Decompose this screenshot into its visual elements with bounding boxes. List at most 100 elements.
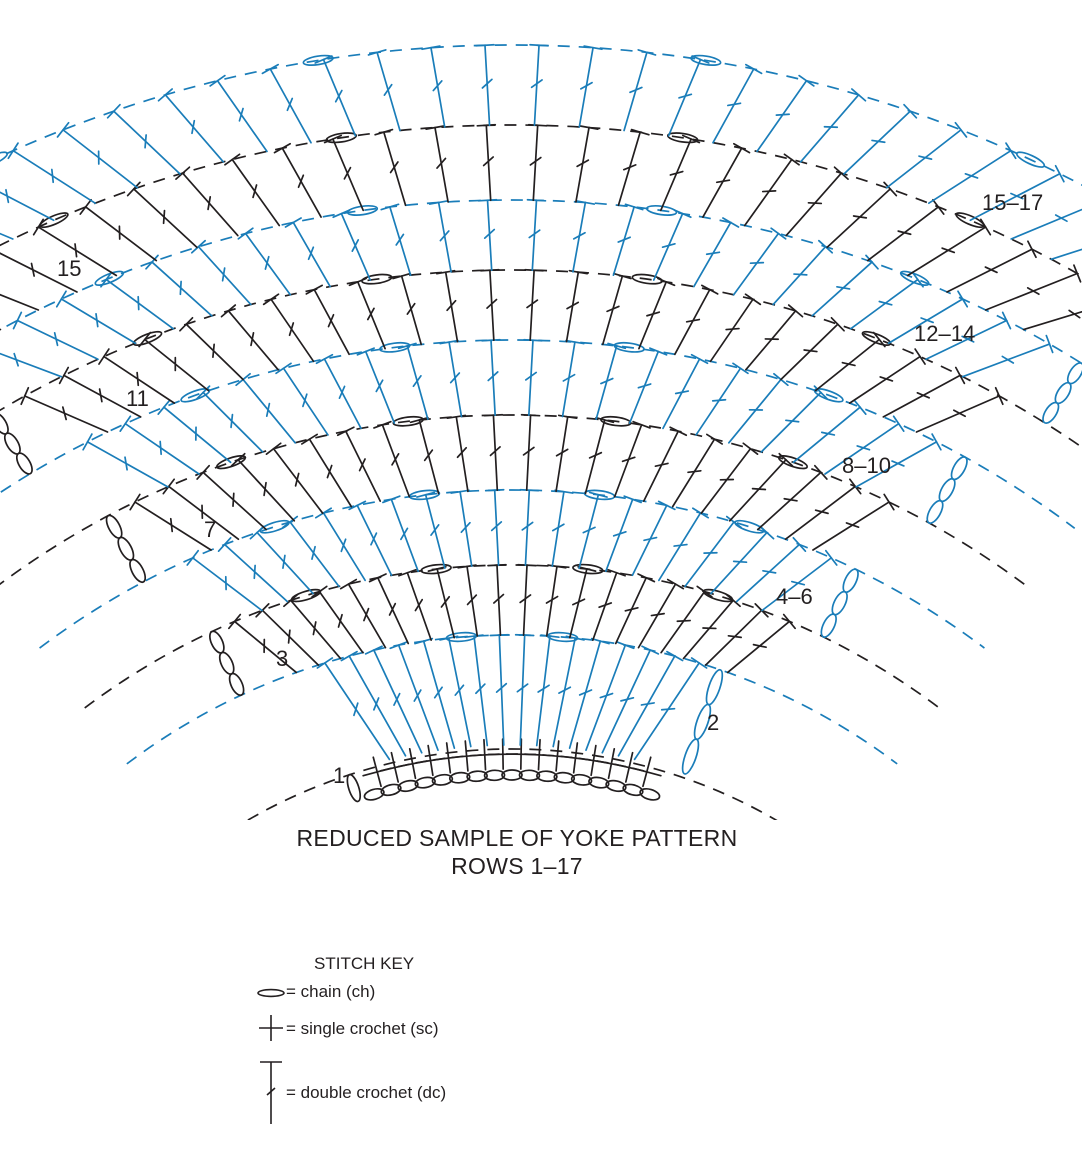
- row15-dc-top: [175, 166, 191, 180]
- rows4-6-dc-top: [519, 488, 540, 492]
- rows4-6-dc-top: [217, 536, 232, 552]
- rows12-14-dc: [772, 245, 827, 306]
- rows4-6-dc-top: [450, 489, 470, 494]
- row2-dc: [324, 662, 391, 761]
- rows12-14-dc-tick: [307, 246, 315, 261]
- row2-dc-top: [666, 650, 684, 662]
- row11-dc-tick: [98, 388, 103, 403]
- row15-dc-top: [579, 125, 599, 130]
- rows12-14-dc: [486, 199, 493, 272]
- row3-chain-space: [420, 563, 452, 575]
- rows4-6-dc: [761, 557, 833, 612]
- row3-dc-tick: [519, 594, 532, 604]
- rows4-6-dc-tick: [490, 521, 503, 532]
- rows8-10-dc: [323, 358, 362, 430]
- row3-dc: [496, 564, 502, 636]
- rows8-10-dc-top: [690, 353, 709, 365]
- row11-dc: [601, 275, 624, 346]
- row3-dc: [704, 609, 763, 666]
- row2-dc-top: [690, 657, 708, 669]
- row3-dc: [318, 590, 364, 654]
- row2-dc-top: [540, 634, 560, 639]
- row11-dc-top: [914, 348, 926, 365]
- row15-dc: [37, 226, 118, 277]
- row11-chain-space: [631, 273, 663, 285]
- rows12-14-dc: [811, 261, 873, 317]
- rows8-10-dc: [242, 378, 296, 444]
- rows12-14-dc-tick: [483, 228, 496, 239]
- row7-dc-top: [706, 433, 723, 445]
- rows4-6-turning-chain: [820, 613, 837, 638]
- row3-dc-tick: [414, 598, 424, 612]
- rows15-17-dc-top: [637, 49, 657, 56]
- row7-dc-top: [301, 433, 318, 445]
- rows8-10-dc-tick: [562, 373, 576, 382]
- row7-dc-tick: [845, 522, 860, 529]
- row7-dc-tick: [783, 497, 798, 502]
- row2-dc-tick: [393, 692, 401, 706]
- single-crochet-icon: [259, 1015, 283, 1041]
- row15-dc: [382, 131, 407, 207]
- row7-turning-chain: [129, 558, 147, 584]
- row15-dc: [866, 206, 940, 262]
- row15-dc-tick: [297, 174, 305, 189]
- rows12-14-dc-tick: [1001, 355, 1015, 364]
- row11-stitch-line: [0, 269, 1082, 449]
- row3-dc-tick: [727, 634, 742, 639]
- row3-dc-tick: [440, 595, 451, 608]
- row-label-7: 7: [204, 517, 217, 542]
- row3-dc-tick: [492, 593, 505, 604]
- rows15-17-dc-tick: [144, 134, 147, 149]
- row7-dc: [700, 447, 752, 515]
- rows8-10-chain-space: [180, 387, 211, 403]
- rows15-17-dc-tick: [5, 188, 10, 204]
- rows15-17-dc: [843, 110, 912, 175]
- row2-dc: [447, 637, 472, 748]
- row1-chain: [501, 769, 523, 781]
- rows4-6-dc-tick: [732, 560, 748, 564]
- rows4-6-dc-top: [554, 489, 574, 494]
- row3-dc-top: [666, 578, 685, 590]
- row7-dc: [418, 419, 440, 495]
- row15-dc: [0, 293, 40, 311]
- row3-dc-top: [637, 573, 656, 583]
- rows8-10-dc: [86, 441, 169, 488]
- row7-dc: [784, 485, 857, 541]
- rows12-14-dc: [0, 352, 63, 378]
- row7-dc-tick: [751, 487, 767, 491]
- row7-dc: [492, 414, 499, 491]
- rows12-14-dc-top: [428, 200, 449, 205]
- rows15-17-dc: [0, 191, 55, 222]
- row11-turning-chain: [0, 412, 9, 435]
- rows15-17-dc-top: [475, 43, 495, 47]
- row15-dc: [659, 138, 692, 212]
- rows12-14-dc-top: [722, 217, 740, 228]
- row11-dc: [356, 281, 386, 350]
- row7-dc-top: [742, 442, 759, 456]
- rows4-6-dc-tick: [551, 523, 565, 532]
- rows15-17-dc-tick: [530, 79, 543, 89]
- rows12-14-dc: [693, 221, 732, 288]
- rows8-10-dc: [824, 422, 900, 475]
- rows8-10-chain-space: [813, 387, 844, 403]
- row11-dc-tick: [406, 302, 416, 315]
- rows4-6-dc: [459, 490, 473, 567]
- rows12-14-dc-top: [624, 203, 644, 211]
- row11-dc: [709, 298, 754, 363]
- rows8-10-dc-top: [853, 399, 867, 416]
- rows8-10-chain-space: [379, 341, 411, 353]
- row11-dc: [143, 338, 210, 392]
- row2-dc: [397, 644, 439, 752]
- rows8-10-dc: [855, 441, 938, 488]
- rows4-6-dc-top: [692, 507, 710, 519]
- rows15-17-dc-top: [691, 55, 710, 64]
- row2-dc: [519, 634, 526, 746]
- rows4-6-dc-tick: [762, 569, 777, 574]
- rows4-6-dc-tick: [282, 554, 286, 569]
- row3-dc-tick: [572, 598, 586, 606]
- row2-dc: [601, 649, 652, 754]
- row7-dc: [272, 447, 324, 515]
- row7-dc-top: [265, 442, 282, 456]
- rows15-17-dc: [1010, 208, 1082, 240]
- row2-dc-top: [364, 645, 383, 655]
